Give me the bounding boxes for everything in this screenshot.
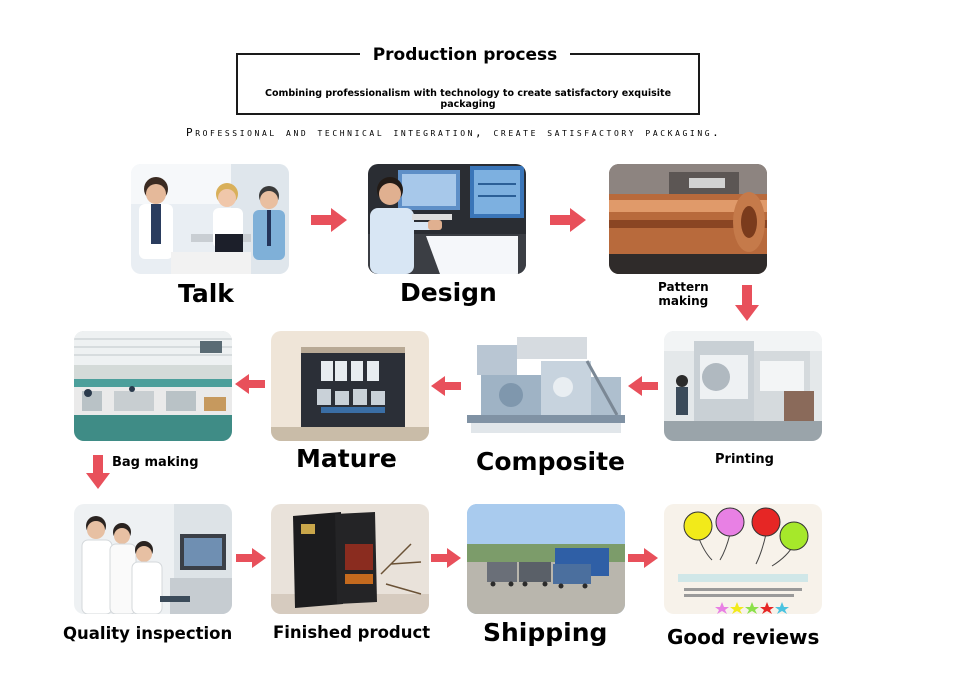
step-label-bag-making: Bag making [112, 455, 199, 470]
arrow-right-icon [311, 208, 347, 232]
arrow-right-icon [550, 208, 586, 232]
step-label-mature: Mature [296, 444, 397, 473]
arrow-left-icon [628, 376, 658, 396]
finished-product-image [271, 504, 429, 614]
step-label-composite: Composite [476, 447, 625, 476]
step-label-pattern-making: Pattern making [658, 280, 709, 308]
printing-image [664, 331, 822, 441]
pattern-making-line2: making [658, 294, 709, 308]
arrow-right-icon [236, 548, 266, 568]
arrow-left-icon [235, 374, 265, 394]
step-label-talk: Talk [178, 279, 234, 308]
arrow-right-icon [431, 548, 461, 568]
page-subtitle: Combining professionalism with technolog… [264, 88, 672, 110]
bag-making-image [74, 331, 232, 441]
pattern-making-image [609, 164, 767, 274]
quality-inspection-image [74, 504, 232, 614]
shipping-image [467, 504, 625, 614]
pattern-making-line1: Pattern [658, 280, 709, 294]
arrow-down-icon [86, 455, 110, 489]
talk-image [131, 164, 289, 274]
arrow-right-icon [628, 548, 658, 568]
step-label-printing: Printing [715, 452, 774, 467]
arrow-down-icon [735, 285, 759, 321]
mature-image [271, 331, 429, 441]
step-label-good-reviews: Good reviews [667, 625, 820, 649]
arrow-left-icon [431, 376, 461, 396]
step-label-design: Design [400, 278, 497, 307]
tagline: Professional and technical integration, … [186, 126, 722, 139]
good-reviews-image [664, 504, 822, 614]
design-image [368, 164, 526, 274]
step-label-shipping: Shipping [483, 618, 608, 647]
step-label-quality-inspection: Quality inspection [63, 624, 233, 643]
page-title: Production process [360, 42, 570, 68]
step-label-finished-product: Finished product [273, 623, 431, 642]
composite-image [467, 331, 625, 441]
